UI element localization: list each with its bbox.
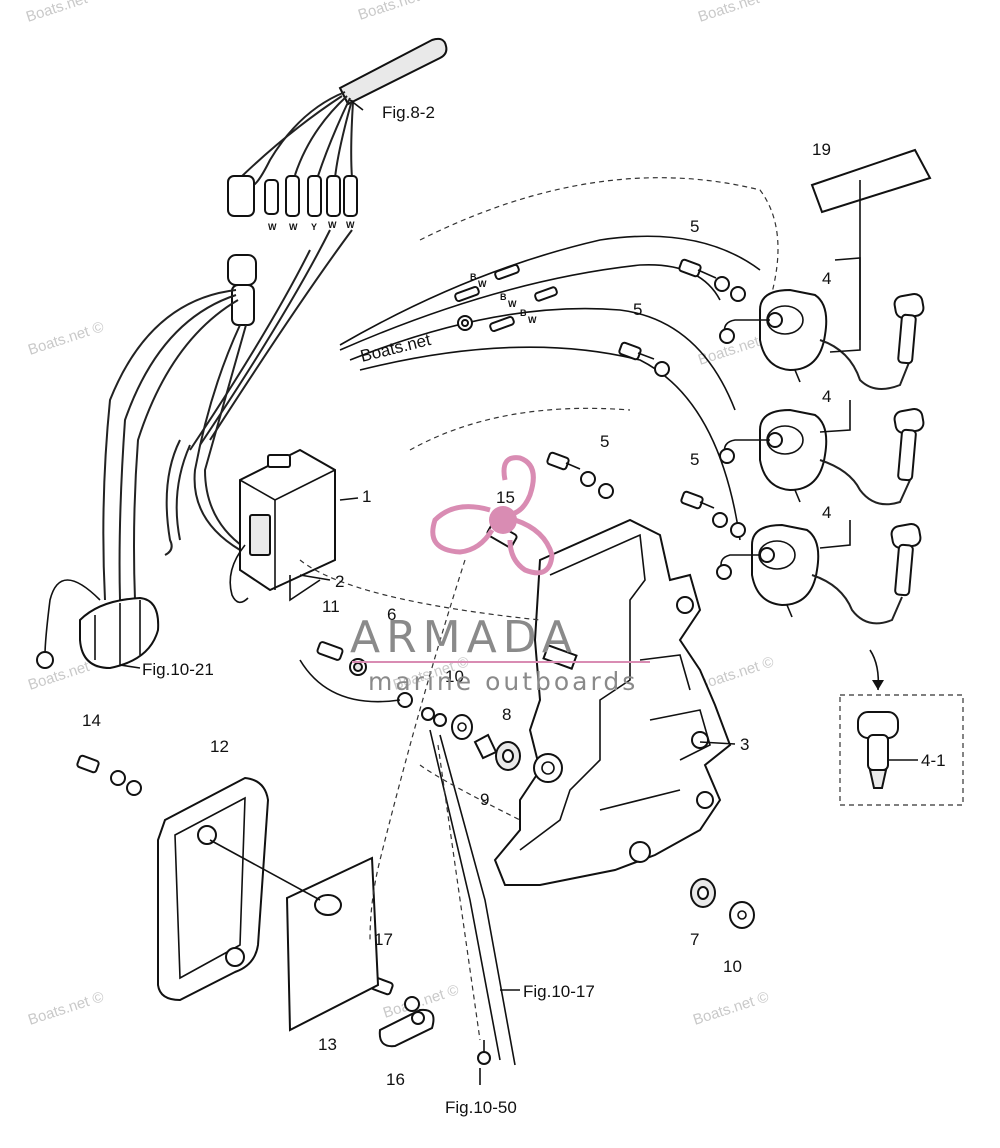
wire-code: B: [500, 292, 507, 302]
label-sticker[interactable]: [810, 148, 932, 214]
callout-17[interactable]: 17: [374, 930, 393, 949]
figure-references: Fig.8-2 Fig.10-21 Fig.10-17 Fig.10-50: [142, 103, 595, 1117]
watermark: Boats.net: [24, 0, 90, 26]
electrical-bracket[interactable]: [493, 518, 732, 886]
callout-15[interactable]: 15: [496, 488, 515, 507]
watermark: Boats.net ©: [696, 0, 776, 26]
callout-5c[interactable]: 5: [600, 432, 609, 451]
brand-name: ARMADA: [350, 612, 578, 663]
ground-leads: [299, 407, 631, 1066]
brand-logo: ARMADA marine outboards: [350, 455, 650, 696]
cover-plate[interactable]: [157, 776, 270, 1002]
callout-8[interactable]: 8: [502, 705, 511, 724]
callout-5a[interactable]: 5: [690, 217, 699, 236]
cdi-unit[interactable]: [229, 448, 336, 604]
callout-1[interactable]: 1: [362, 487, 371, 506]
fig-ref-10-17[interactable]: Fig.10-17: [523, 982, 595, 1001]
callout-4a[interactable]: 4: [822, 269, 831, 288]
wire-code: B: [520, 308, 527, 318]
wire-code: W: [528, 315, 537, 325]
wire-code: W: [289, 222, 298, 232]
callout-9[interactable]: 9: [480, 790, 489, 809]
wire-code: W: [508, 299, 517, 309]
callout-14[interactable]: 14: [82, 711, 101, 730]
wire-code: W: [268, 222, 277, 232]
watermarks: Boats.net Boats.net © Boats.net © Boats.…: [24, 0, 776, 1029]
wire-code: W: [478, 279, 487, 289]
callout-19[interactable]: 19: [812, 140, 831, 159]
callout-3[interactable]: 3: [740, 735, 749, 754]
wire-color-codes: W W Y W W B W B W B W: [268, 220, 537, 325]
wire-code: B: [470, 272, 477, 282]
watermark: Boats.net ©: [26, 988, 106, 1028]
watermark: Boats.net ©: [356, 0, 436, 24]
clamp[interactable]: [378, 1008, 435, 1048]
callout-5d[interactable]: 5: [690, 450, 699, 469]
propeller-icon: [430, 455, 555, 576]
watermark: Boats.net ©: [691, 988, 771, 1028]
callout-11[interactable]: 11: [322, 597, 340, 616]
callout-6[interactable]: 6: [387, 605, 396, 624]
callout-10b[interactable]: 10: [723, 957, 742, 976]
fig-ref-8-2[interactable]: Fig.8-2: [382, 103, 435, 122]
fig-ref-10-50[interactable]: Fig.10-50: [445, 1098, 517, 1117]
brand-tagline: marine outboards: [368, 667, 638, 696]
callout-2[interactable]: 2: [335, 572, 344, 591]
callout-4-1[interactable]: 4-1: [921, 751, 946, 770]
callout-4c[interactable]: 4: [822, 503, 831, 522]
part-callouts: 1 2 3 4 4 4 4-1 5 5 5 5 6 7 8 9 10 10 11…: [82, 140, 946, 1089]
callout-5b[interactable]: 5: [633, 300, 642, 319]
callout-16[interactable]: 16: [386, 1070, 405, 1089]
fig-ref-10-21[interactable]: Fig.10-21: [142, 660, 214, 679]
watermark-center: Boats.net: [358, 330, 433, 366]
callout-13[interactable]: 13: [318, 1035, 337, 1054]
callout-10a[interactable]: 10: [445, 667, 464, 686]
connector-block[interactable]: [36, 579, 160, 670]
callout-7[interactable]: 7: [690, 930, 699, 949]
callout-4b[interactable]: 4: [822, 387, 831, 406]
coil-wires: [339, 177, 779, 541]
leader-lines: [119, 99, 918, 1085]
watermark: Boats.net ©: [26, 318, 106, 358]
fasteners[interactable]: [76, 258, 755, 1012]
ignition-coils[interactable]: [716, 288, 925, 625]
wire-code: W: [328, 220, 337, 230]
wire-harness: [102, 37, 448, 601]
callout-12[interactable]: 12: [210, 737, 229, 756]
wire-code: Y: [311, 222, 317, 232]
plug-cap-inset[interactable]: [839, 649, 964, 806]
wire-code: W: [346, 220, 355, 230]
gasket-sheet[interactable]: [209, 839, 380, 1032]
